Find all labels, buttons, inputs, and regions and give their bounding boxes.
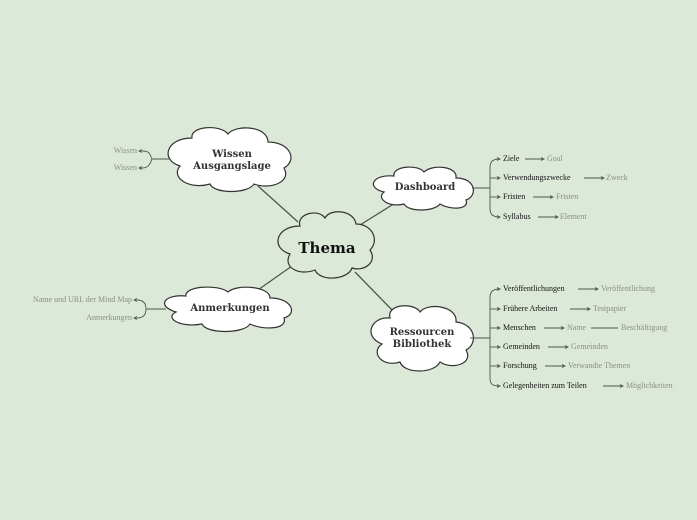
wissen-cloud[interactable]	[167, 127, 292, 193]
ressourcen-sub-moeglichkeiten[interactable]: Möglichkeiten	[626, 381, 673, 390]
dashboard-leaf-connectors	[472, 157, 606, 219]
ressourcen-sub-name[interactable]: Name	[567, 323, 587, 332]
center-cloud[interactable]	[277, 211, 375, 279]
dashboard-sub-fristen[interactable]: Fristen	[556, 192, 579, 201]
dashboard-leaf-verwendungszwecke[interactable]: Verwendungszwecke	[503, 173, 571, 182]
anmerkungen-node-label[interactable]: Anmerkungen	[190, 303, 270, 314]
ressourcen-sub-testpapier[interactable]: Testpapier	[593, 304, 627, 313]
ressourcen-leaf-forschung[interactable]: Forschung	[503, 361, 537, 370]
connector-anmerkungen	[254, 265, 293, 293]
anmerkungen-leaf-connectors	[132, 298, 166, 320]
connector-wissen	[257, 185, 299, 223]
ressourcen-sub-verwandte-themen[interactable]: Verwandte Themen	[568, 361, 631, 370]
ressourcen-leaf-gemeinden[interactable]: Gemeinden	[503, 342, 540, 351]
ressourcen-leaf-fruehere-arbeiten[interactable]: Frühere Arbeiten	[503, 304, 558, 313]
wissen-node-label[interactable]: Wissen Ausgangslage	[193, 149, 271, 173]
ressourcen-cloud[interactable]	[370, 305, 474, 372]
dashboard-sub-zweck[interactable]: Zweck	[606, 173, 628, 182]
ressourcen-leaf-veroeffentlichungen[interactable]: Veröffentlichungen	[503, 284, 565, 293]
dashboard-leaf-ziele[interactable]: Ziele	[503, 154, 520, 163]
ressourcen-leaf-connectors	[470, 287, 625, 388]
connector-ressourcen	[354, 271, 395, 313]
wissen-label-line2: Ausgangslage	[193, 161, 271, 172]
wissen-label-line1: Wissen	[212, 149, 252, 160]
ressourcen-node-label[interactable]: Ressourcen Bibliothek	[390, 327, 455, 351]
ressourcen-leaf-gelegenheiten[interactable]: Gelegenheiten zum Teilen	[503, 381, 587, 390]
dashboard-sub-goal[interactable]: Goal	[547, 154, 563, 163]
dashboard-cloud[interactable]	[372, 166, 474, 211]
wissen-leaf-connectors	[137, 149, 170, 170]
wissen-leaf-1[interactable]: Wissen	[113, 146, 137, 155]
dashboard-leaf-fristen[interactable]: Fristen	[503, 192, 526, 201]
ressourcen-sub-veroeffentlichung[interactable]: Veröffentlichung	[601, 284, 656, 293]
dashboard-node-label[interactable]: Dashboard	[394, 182, 456, 193]
anmerkungen-leaf-2[interactable]: Anmerkungen	[86, 313, 132, 322]
ressourcen-label-line1: Ressourcen	[389, 327, 455, 338]
ressourcen-leaf-menschen[interactable]: Menschen	[503, 323, 536, 332]
ressourcen-sub-gemeinden[interactable]: Gemeinden	[571, 342, 608, 351]
anmerkungen-leaf-1[interactable]: Name und URL der Mind Map	[32, 295, 132, 304]
center-node-label[interactable]: Thema	[298, 239, 356, 257]
dashboard-leaf-syllabus[interactable]: Syllabus	[503, 212, 531, 221]
wissen-leaf-2[interactable]: Wissen	[113, 163, 137, 172]
ressourcen-label-line2: Bibliothek	[392, 339, 452, 350]
anmerkungen-cloud[interactable]	[163, 286, 293, 333]
dashboard-sub-element[interactable]: Element	[560, 212, 587, 221]
ressourcen-sub-beschaeftigung[interactable]: Beschäftigung	[621, 323, 668, 332]
